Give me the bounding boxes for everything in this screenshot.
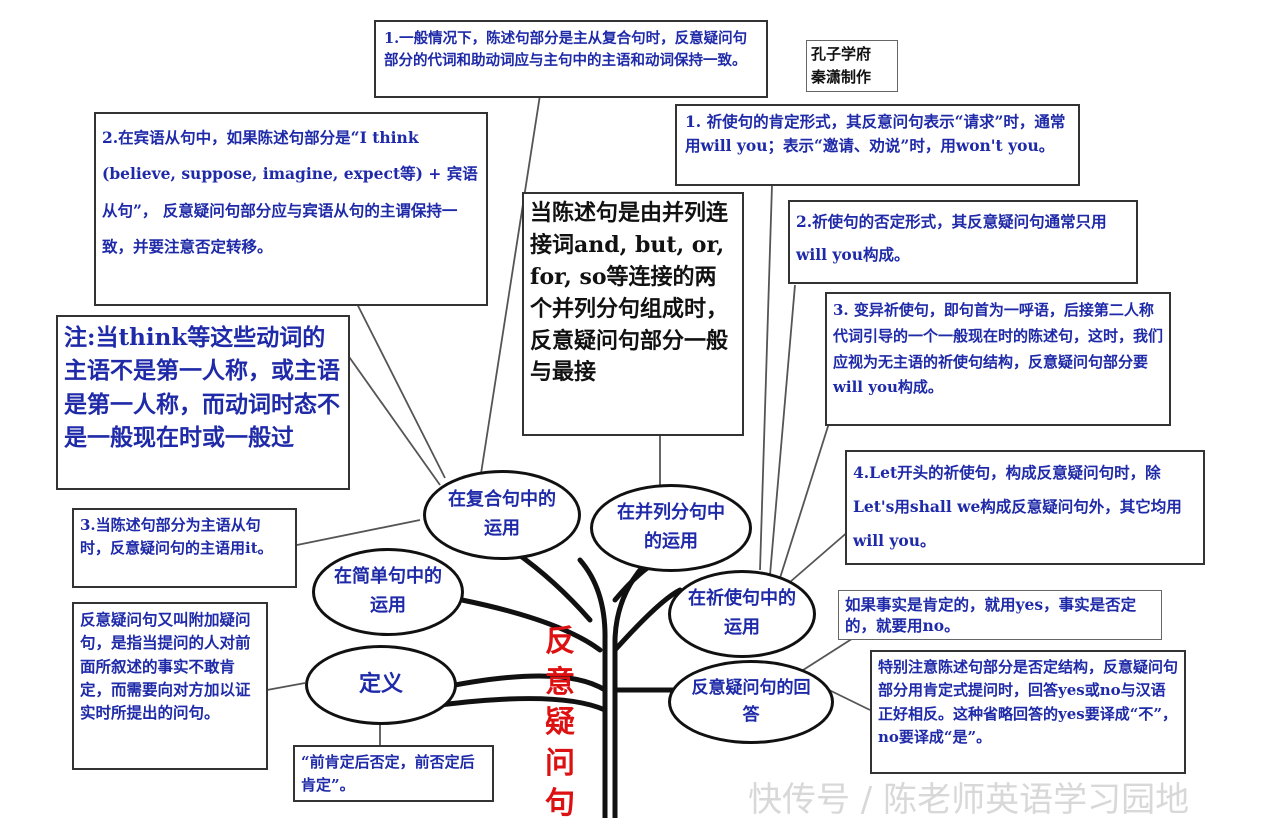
note-imperative-2: 2.祈使句的否定形式，其反意疑问句通常只用will you构成。 bbox=[788, 200, 1138, 284]
branch-definition-label: 定义 bbox=[358, 671, 403, 698]
note-compound-note: 注:当think等这些动词的主语不是第一人称，或主语是第一人称，而动词时态不是一… bbox=[56, 315, 350, 490]
branch-answer: 反意疑问句的回答 bbox=[668, 660, 834, 744]
note-definition: 反意疑问句又叫附加疑问句，是指当提问的人对前面所叙述的事实不敢肯定，而需要向对方… bbox=[72, 602, 268, 770]
branch-compound: 在复合句中的运用 bbox=[423, 470, 581, 560]
note-answer-2: 特别注意陈述句部分是否定结构，反意疑问句部分用肯定式提问时，回答yes或no与汉… bbox=[870, 650, 1186, 774]
note-imperative-3: 3. 变异祈使句，即句首为一呼语，后接第二人称代词引导的一个一般现在时的陈述句，… bbox=[825, 292, 1171, 426]
branch-definition: 定义 bbox=[305, 645, 457, 725]
branch-parallel-label: 在并列分句中的运用 bbox=[616, 502, 725, 552]
credit-line-2: 秦潇制作 bbox=[811, 68, 872, 87]
branch-compound-label: 在复合句中的运用 bbox=[448, 489, 556, 539]
note-imperative-1: 1. 祈使句的肯定形式，其反意问句表示“请求”时，通常用will you；表示“… bbox=[675, 104, 1080, 186]
diagram-title: 反意疑问句 bbox=[545, 624, 575, 821]
note-compound-3: 3.当陈述句部分为主语从句时，反意疑问句的主语用it。 bbox=[72, 508, 297, 588]
branch-parallel: 在并列分句中的运用 bbox=[590, 484, 752, 572]
note-answer-1: 如果事实是肯定的，就用yes，事实是否定的，就要用no。 bbox=[838, 590, 1162, 640]
credit-line-1: 孔子学府 bbox=[811, 45, 872, 63]
note-compound-2: 2.在宾语从句中，如果陈述句部分是“I think (believe, supp… bbox=[94, 112, 488, 306]
branch-simple-label: 在简单句中的运用 bbox=[333, 566, 442, 616]
note-imperative-4: 4.Let开头的祈使句，构成反意疑问句时，除Let's用shall we构成反意… bbox=[845, 450, 1205, 565]
note-definition-2: “前肯定后否定，前否定后肯定”。 bbox=[293, 745, 494, 802]
branch-simple: 在简单句中的运用 bbox=[312, 548, 464, 636]
note-parallel: 当陈述句是由并列连接词and, but, or, for, so等连接的两个并列… bbox=[522, 192, 744, 436]
credit-label: 孔子学府 秦潇制作 bbox=[806, 40, 898, 92]
branch-answer-label: 反意疑问句的回答 bbox=[691, 677, 811, 725]
branch-imperative: 在祈使句中的运用 bbox=[668, 570, 816, 658]
branch-imperative-label: 在祈使句中的运用 bbox=[688, 588, 796, 638]
watermark: 快传号 / 陈老师英语学习园地 bbox=[748, 780, 1190, 820]
note-compound-1: 1.一般情况下，陈述句部分是主从复合句时，反意疑问句部分的代词和助动词应与主句中… bbox=[374, 20, 768, 98]
